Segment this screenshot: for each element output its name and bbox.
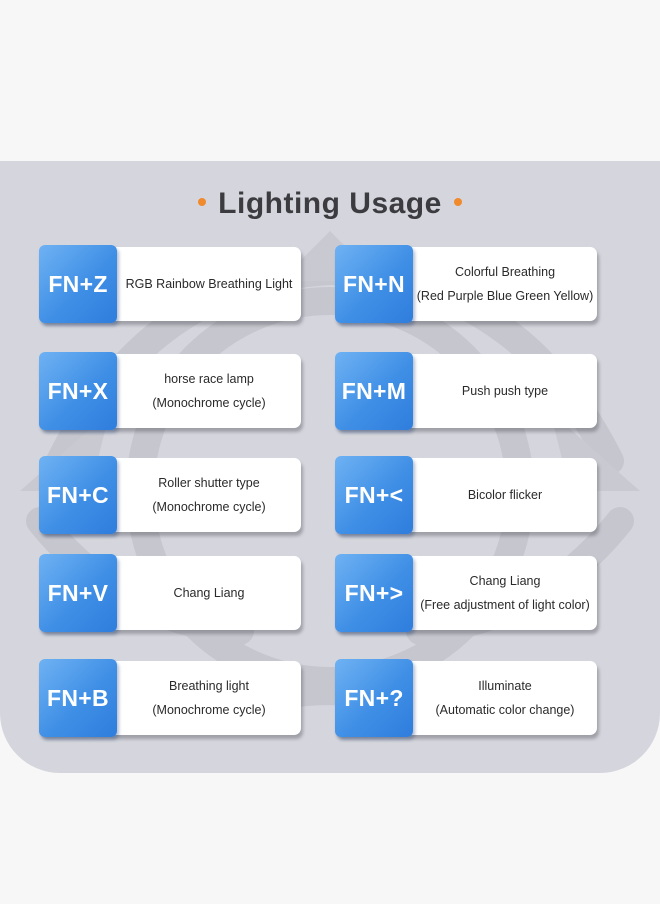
key-badge: FN+? <box>335 659 413 737</box>
description-line-1: Chang Liang <box>173 586 245 600</box>
card-fn-z: FN+Z RGB Rainbow Breathing Light <box>39 245 301 323</box>
lighting-panel: Lighting Usage FN+Z RGB Rainbow Breathin… <box>0 161 660 773</box>
card-description: Chang Liang <box>119 556 299 630</box>
description-line-2: (Red Purple Blue Green Yellow) <box>416 289 594 303</box>
card-description: Push push type <box>415 354 595 428</box>
card-description: Breathing light (Monochrome cycle) <box>119 661 299 735</box>
description-line-2: (Monochrome cycle) <box>152 703 266 717</box>
key-badge: FN+N <box>335 245 413 323</box>
description-line-1: Chang Liang <box>469 574 541 588</box>
card-description: Bicolor flicker <box>415 458 595 532</box>
key-badge: FN+< <box>335 456 413 534</box>
card-fn-v: FN+V Chang Liang <box>39 554 301 632</box>
card-fn-less-than: FN+< Bicolor flicker <box>335 456 597 534</box>
description-line-2: (Monochrome cycle) <box>152 396 266 410</box>
card-description: horse race lamp (Monochrome cycle) <box>119 354 299 428</box>
key-badge: FN+B <box>39 659 117 737</box>
description-line-1: RGB Rainbow Breathing Light <box>125 277 293 291</box>
card-description: RGB Rainbow Breathing Light <box>119 247 299 321</box>
card-description: Illuminate (Automatic color change) <box>415 661 595 735</box>
card-description: Chang Liang (Free adjustment of light co… <box>415 556 595 630</box>
page-title: Lighting Usage <box>0 187 660 221</box>
card-fn-x: FN+X horse race lamp (Monochrome cycle) <box>39 352 301 430</box>
key-badge: FN+> <box>335 554 413 632</box>
card-description: Roller shutter type (Monochrome cycle) <box>119 458 299 532</box>
description-line-1: Illuminate <box>478 679 532 693</box>
card-fn-m: FN+M Push push type <box>335 352 597 430</box>
description-line-2: (Free adjustment of light color) <box>420 598 590 612</box>
card-fn-question: FN+? Illuminate (Automatic color change) <box>335 659 597 737</box>
key-badge: FN+Z <box>39 245 117 323</box>
key-badge: FN+M <box>335 352 413 430</box>
description-line-1: Push push type <box>461 384 549 398</box>
description-line-1: Roller shutter type <box>158 476 260 490</box>
title-right-dot-icon <box>453 198 462 207</box>
description-line-2: (Monochrome cycle) <box>152 500 266 514</box>
card-fn-b: FN+B Breathing light (Monochrome cycle) <box>39 659 301 737</box>
card-description: Colorful Breathing (Red Purple Blue Gree… <box>415 247 595 321</box>
key-badge: FN+C <box>39 456 117 534</box>
description-line-2: (Automatic color change) <box>435 703 575 717</box>
card-fn-greater-than: FN+> Chang Liang (Free adjustment of lig… <box>335 554 597 632</box>
title-text: Lighting Usage <box>218 187 442 220</box>
description-line-1: Colorful Breathing <box>454 265 556 279</box>
key-badge: FN+X <box>39 352 117 430</box>
description-line-1: Bicolor flicker <box>467 488 543 502</box>
title-left-dot-icon <box>198 198 207 207</box>
description-line-1: horse race lamp <box>164 372 254 386</box>
card-fn-n: FN+N Colorful Breathing (Red Purple Blue… <box>335 245 597 323</box>
description-line-1: Breathing light <box>169 679 249 693</box>
key-badge: FN+V <box>39 554 117 632</box>
card-fn-c: FN+C Roller shutter type (Monochrome cyc… <box>39 456 301 534</box>
